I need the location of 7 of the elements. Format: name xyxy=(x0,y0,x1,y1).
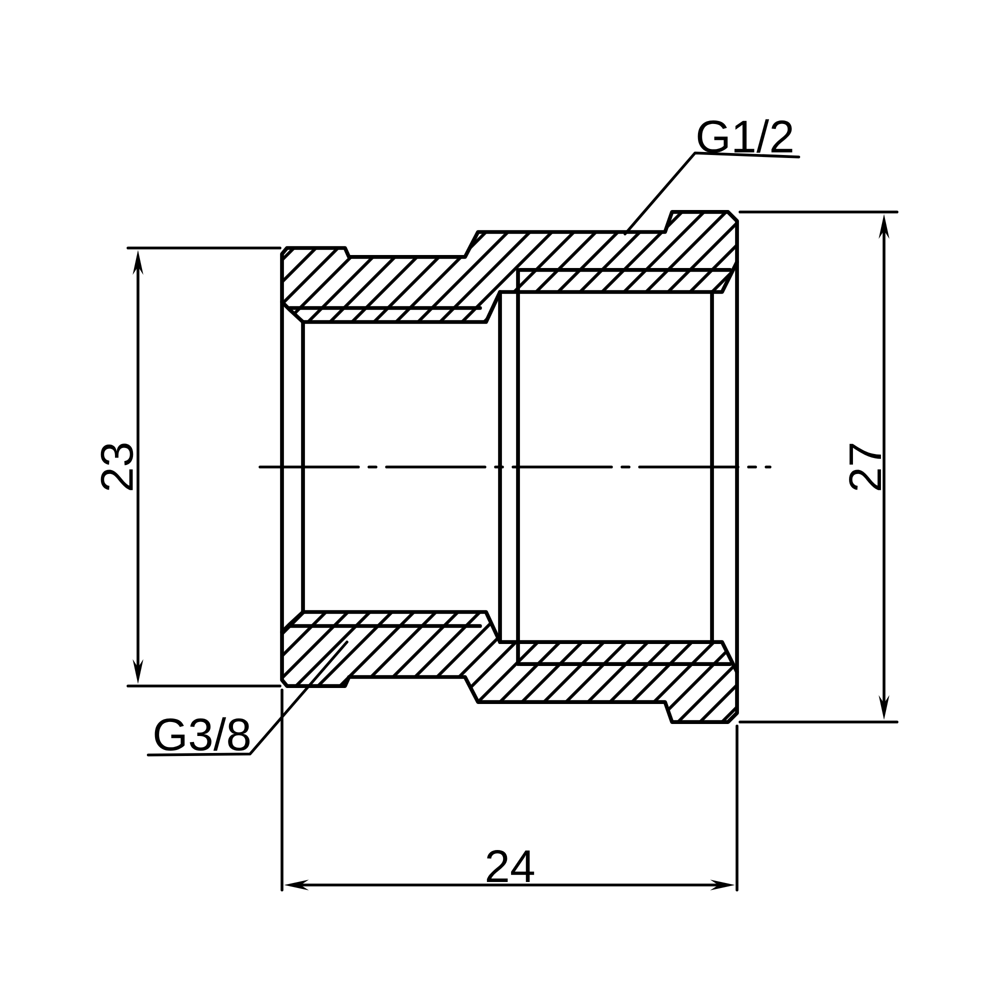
dimension-value: 24 xyxy=(486,850,534,882)
dimension-value: 23 xyxy=(100,444,134,490)
thread-label: G1/2 xyxy=(698,119,792,153)
leader-line xyxy=(146,640,348,756)
leader-line xyxy=(624,152,800,236)
dimension-value: 27 xyxy=(849,444,881,490)
thread-label: G3/8 xyxy=(154,717,250,751)
